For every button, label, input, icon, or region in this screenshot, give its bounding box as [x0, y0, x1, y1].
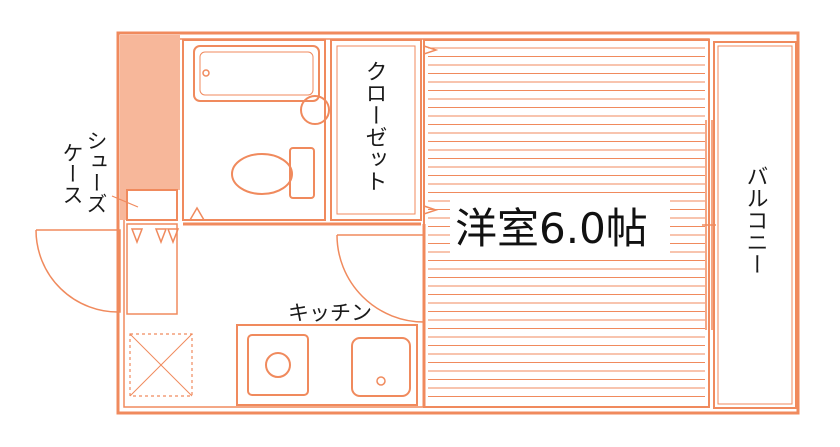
drain-icon — [202, 69, 210, 77]
shoe-arrow-left — [130, 228, 144, 245]
bathtub-inner — [199, 51, 314, 96]
shoe-case — [126, 189, 178, 221]
shoe-case-label-column: シューズ — [84, 130, 108, 214]
shoe-arrow-right — [166, 228, 180, 245]
room-label-backdrop — [450, 196, 670, 254]
closet — [330, 39, 422, 221]
washer-space — [129, 333, 193, 397]
balcony-label: バルコニー — [743, 165, 768, 275]
toilet-tank — [289, 147, 315, 199]
outer-wall — [116, 31, 800, 415]
sink-basin — [300, 95, 330, 125]
shoe-arrow-mid — [154, 228, 168, 245]
toilet-bowl — [231, 153, 293, 195]
floor-boards — [428, 47, 705, 397]
bathroom — [182, 39, 326, 221]
bathtub — [193, 45, 320, 102]
shoe-case-label-column: ケース — [60, 142, 84, 205]
door-marker — [188, 206, 206, 221]
sink-drain-icon — [376, 376, 386, 386]
closet-inner — [336, 45, 416, 215]
closet-door-arrow-bottom — [423, 204, 439, 216]
closet-label: クローゼット — [362, 60, 387, 192]
shoe-case-leader — [111, 195, 139, 208]
kitchen-sink — [351, 337, 411, 397]
closet-door-arrow-top — [423, 44, 439, 56]
main-room — [423, 39, 710, 408]
kitchen-label: キッチン — [288, 301, 372, 325]
entrance-door-swing — [35, 229, 121, 313]
left-wall-band-lower — [120, 190, 126, 220]
left-wall-band — [120, 35, 180, 190]
shoe-case-shelf — [126, 223, 178, 315]
washer-cross-b — [129, 333, 193, 397]
stove — [247, 334, 309, 396]
burner-icon — [265, 352, 291, 378]
room-label: 洋室6.0帖 — [455, 204, 648, 253]
room-door-swing — [336, 234, 425, 323]
balcony-inner — [717, 45, 793, 405]
kitchen-counter — [236, 324, 418, 406]
